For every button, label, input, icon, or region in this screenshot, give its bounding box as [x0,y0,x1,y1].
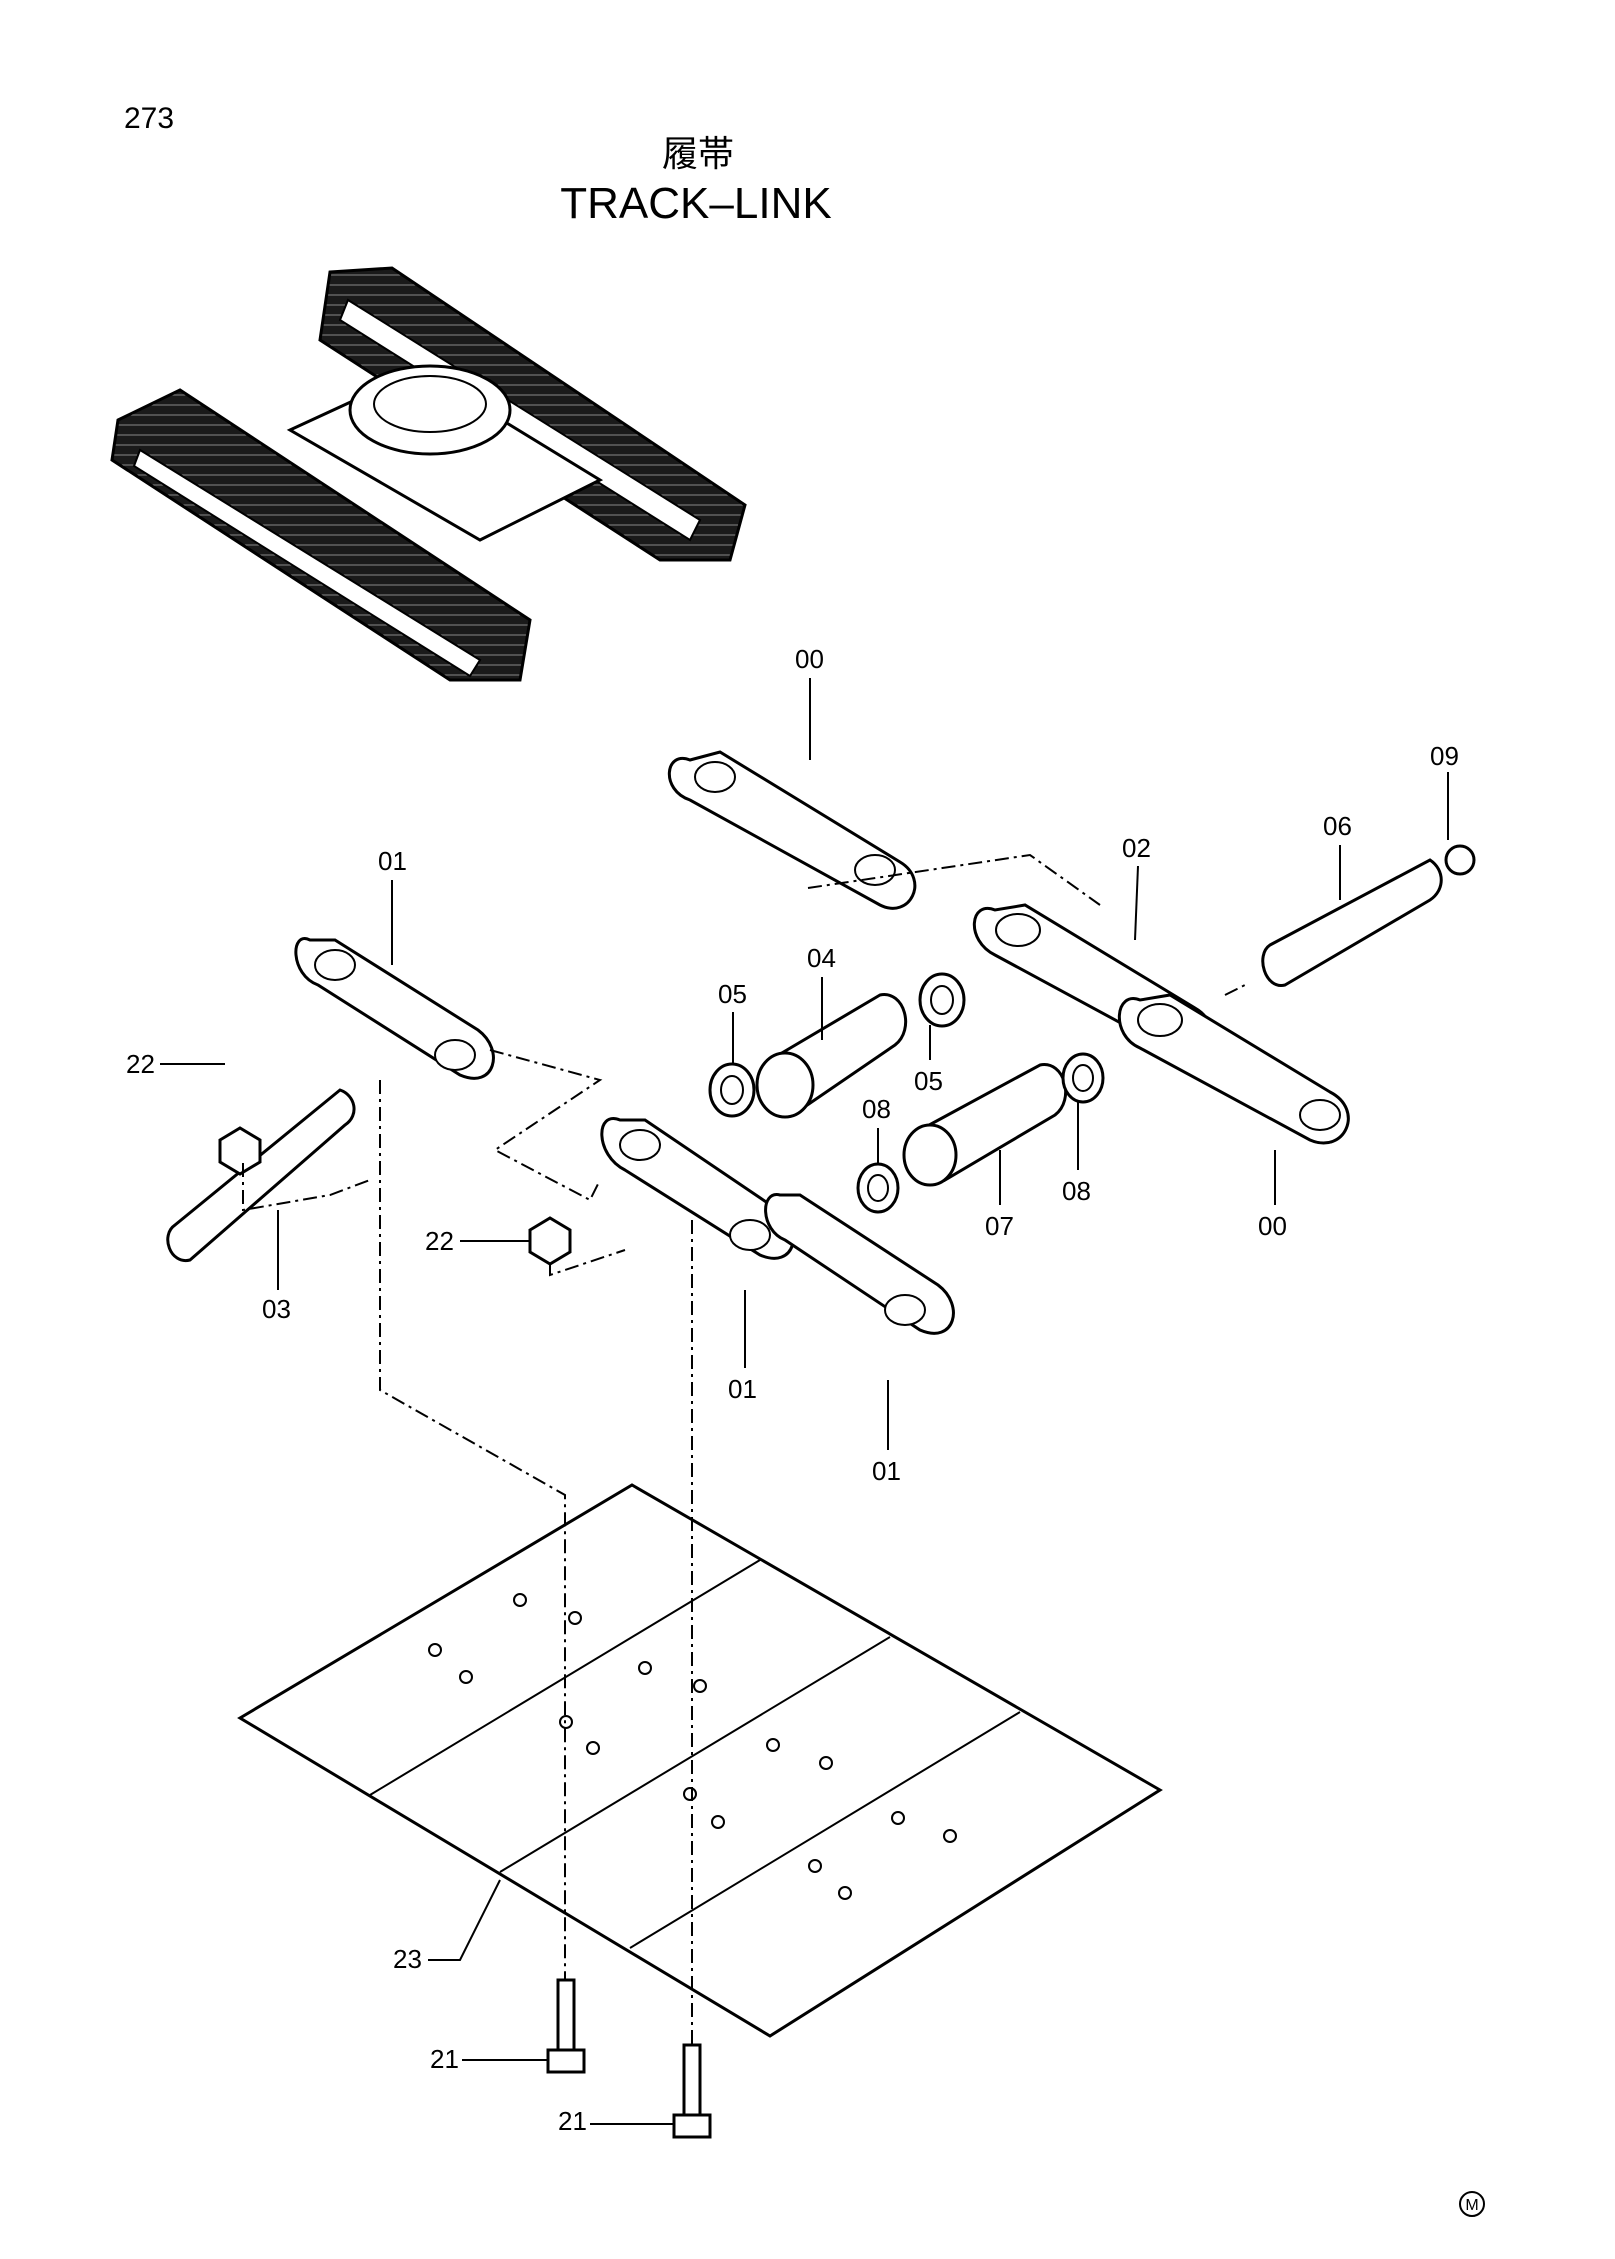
m-mark: M [1459,2191,1485,2217]
callout-23: 23 [393,1944,422,1974]
page-number: 273 [124,102,174,135]
title-japanese: 履帯 [662,134,734,175]
undercarriage-illustration [110,266,747,682]
callout-08-left: 08 [862,1094,891,1124]
callout-04: 04 [807,943,836,973]
callout-01-mid: 01 [728,1374,757,1404]
callout-07: 07 [985,1211,1014,1241]
callout-01-bottom: 01 [872,1456,901,1486]
callout-05-left: 05 [718,979,747,1009]
parts-illustration [166,750,1476,2139]
assembly-lines [242,853,1246,2045]
title-english: TRACK–LINK [560,179,831,228]
callouts: 00 09 06 02 01 04 05 05 22 08 08 00 07 0… [126,644,1459,2136]
callout-05-right: 05 [914,1066,943,1096]
callout-22-left: 22 [126,1049,155,1079]
callout-02: 02 [1122,833,1151,863]
callout-00-top: 00 [795,644,824,674]
callout-00-right: 00 [1258,1211,1287,1241]
callout-21-left: 21 [430,2044,459,2074]
callout-03: 03 [262,1294,291,1324]
callout-06: 06 [1323,811,1352,841]
callout-09: 09 [1430,741,1459,771]
callout-01-left: 01 [378,846,407,876]
callout-22-mid: 22 [425,1226,454,1256]
callout-21-right: 21 [558,2106,587,2136]
callout-08-right: 08 [1062,1176,1091,1206]
m-mark-text: M [1465,2197,1478,2214]
